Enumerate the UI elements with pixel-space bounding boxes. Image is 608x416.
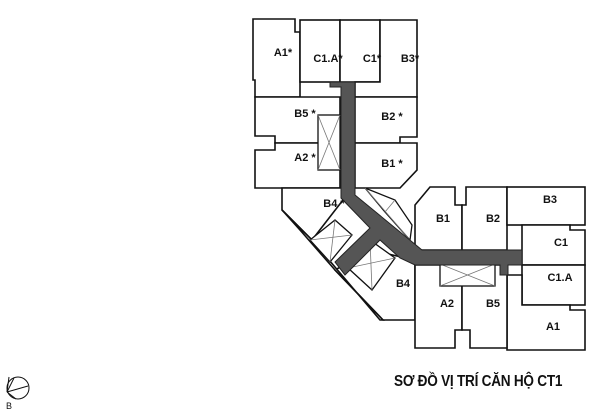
- label-a1-upper: A1*: [274, 47, 293, 59]
- label-b5-lower: B5: [486, 298, 500, 310]
- room-b2-lower: [461, 186, 508, 251]
- label-b5-upper: B5 *: [294, 108, 316, 120]
- label-c1a-upper: C1.A*: [313, 53, 343, 65]
- room-b4-upper-wing: [281, 187, 344, 242]
- room-c1-upper: [339, 19, 381, 83]
- diagram-title: SƠ ĐỒ VỊ TRÍ CĂN HỘ CT1: [394, 373, 563, 390]
- corridor: [329, 81, 523, 276]
- compass-north-label: B: [6, 401, 13, 411]
- label-b2-upper: B2 *: [381, 111, 403, 123]
- room-b3-lower: [506, 186, 586, 226]
- label-a2-upper: A2 *: [294, 152, 316, 164]
- label-b1-upper: B1 *: [381, 158, 403, 170]
- label-c1-lower: C1: [554, 237, 568, 249]
- label-b3-upper: B3*: [401, 53, 420, 65]
- label-b1-lower: B1: [436, 213, 450, 225]
- room-a1-lower: [506, 274, 586, 351]
- label-b4-lower: B4: [396, 278, 411, 290]
- label-b3-lower: B3: [543, 194, 557, 206]
- label-a2-lower: A2: [440, 298, 454, 310]
- label-b2-lower: B2: [486, 213, 500, 225]
- room-c1a-upper: [299, 19, 341, 83]
- label-a1-lower: A1: [546, 321, 560, 333]
- label-b4-upper: B4 *: [323, 198, 345, 210]
- compass-icon: [6, 376, 30, 400]
- lower-block: [414, 186, 586, 351]
- label-c1a-lower: C1.A: [547, 272, 572, 284]
- room-c1a-lower: [521, 264, 586, 306]
- label-c1-upper: C1*: [363, 53, 382, 65]
- elevator-shafts: [309, 114, 413, 291]
